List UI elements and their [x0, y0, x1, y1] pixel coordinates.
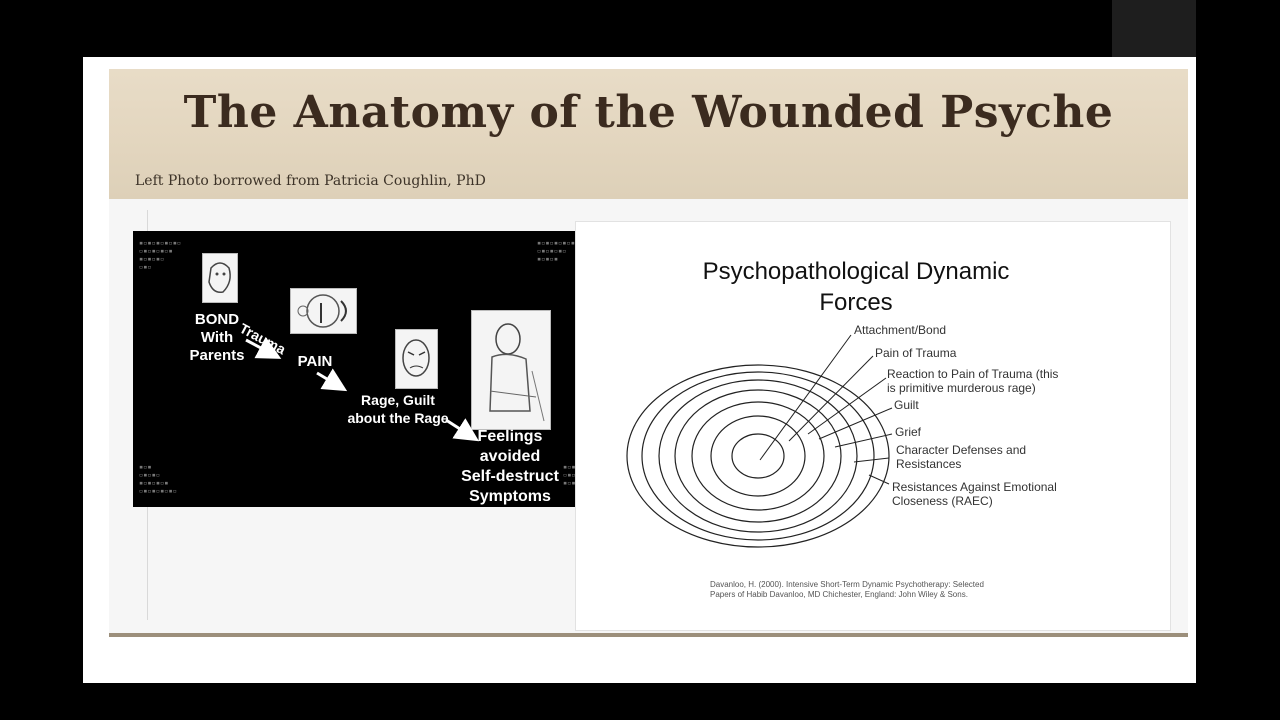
leader-line — [807, 377, 887, 435]
slide-title: The Anatomy of the Wounded Psyche — [183, 87, 1114, 138]
ring-grief — [658, 379, 858, 533]
ring-defenses — [641, 371, 875, 541]
diagram-title: Psychopathological Dynamic Forces — [702, 258, 1010, 316]
angry-face-sketch-image — [395, 329, 438, 389]
leader-line — [788, 355, 874, 442]
dynamic-forces-diagram: Psychopathological Dynamic Forces Attach… — [575, 221, 1171, 631]
scan-noise: ▪▫▪▫▪▫▪▫▪▫▪▫▪▫▪▫▪▫▪▫▪▫▪▫ — [139, 463, 177, 495]
slide-bottom-border — [109, 633, 1188, 637]
leader-line — [868, 474, 890, 485]
photo-credit: Left Photo borrowed from Patricia Coughl… — [135, 173, 486, 189]
layer-label-raec: Resistances Against Emotional Closeness … — [892, 480, 1057, 508]
arrow — [245, 336, 282, 359]
citation: Davanloo, H. (2000). Intensive Short-Ter… — [710, 580, 984, 599]
ring-reaction — [691, 401, 825, 511]
trauma-sketch-image — [290, 288, 357, 334]
baby-sketch-image — [202, 253, 238, 303]
bond-label: BOND With Parents — [189, 311, 245, 364]
leader-line — [853, 457, 890, 463]
pain-label: PAIN — [297, 353, 333, 370]
layer-label-reaction: Reaction to Pain of Trauma (this is prim… — [887, 367, 1059, 395]
feelings-label: Feelings avoided Self-destruct Symptoms — [461, 428, 559, 505]
ring-attachment — [731, 433, 785, 479]
leader-line — [759, 334, 852, 461]
left-photo: ▪▫▪▫▪▫▪▫▪▫▫▪▫▪▫▪▫▪▪▫▪▫▪▫▫▪▫ ▪▫▪▫▪▫▪▫▪▫▪▫… — [133, 231, 622, 507]
layer-label-guilt: Guilt — [894, 398, 919, 412]
leader-line — [834, 433, 893, 448]
scan-noise: ▪▫▪▫▪▫▪▫▪▫▪▫▪▫▪▫▪▫▪▫▪ — [537, 239, 575, 263]
ring-guilt — [674, 389, 842, 523]
arrow — [445, 418, 480, 442]
flow-arrows — [245, 336, 480, 442]
ring-pain — [710, 415, 806, 497]
layer-label-pain: Pain of Trauma — [875, 346, 957, 360]
ring-raec — [626, 364, 890, 548]
rage-label: Rage, Guilt about the Rage — [347, 392, 449, 426]
seated-man-sketch-image — [471, 310, 551, 430]
layer-label-defenses: Character Defenses and Resistances — [896, 443, 1027, 471]
scan-noise: ▪▫▪▫▪▫▪▫▪▫▫▪▫▪▫▪▫▪▪▫▪▫▪▫▫▪▫ — [139, 239, 182, 271]
layer-label-attachment: Attachment/Bond — [854, 323, 947, 337]
concentric-circles — [626, 334, 893, 548]
leader-line — [818, 407, 893, 440]
layer-label-grief: Grief — [895, 425, 922, 439]
arrow — [316, 368, 348, 392]
slide-header: The Anatomy of the Wounded Psyche Left P… — [109, 69, 1188, 199]
